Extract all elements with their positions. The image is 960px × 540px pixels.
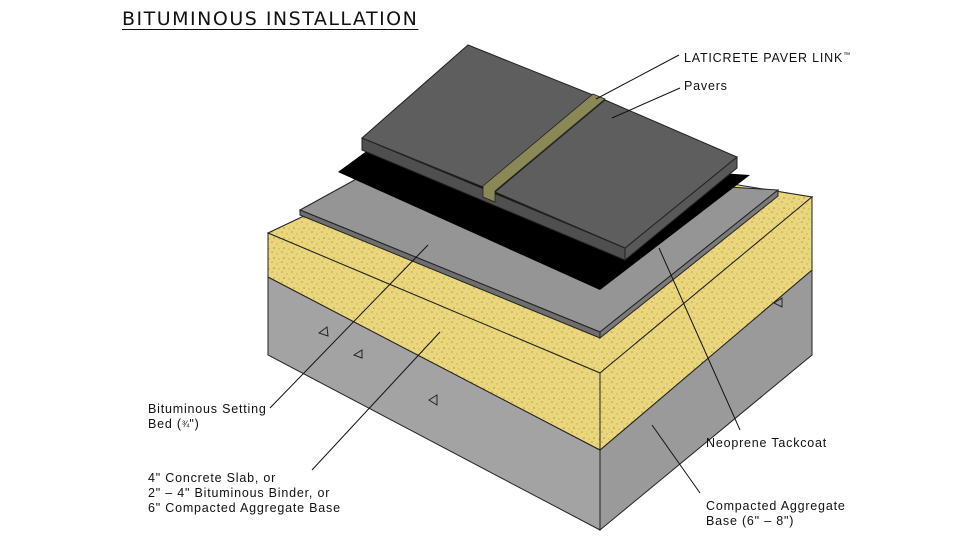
setting-bed-label: Bituminous Setting Bed (¾") [148,402,267,432]
setting-bed-line1: Bituminous Setting [148,402,267,416]
setting-bed-line2-suffix: ") [189,417,200,431]
trademark-mark: ™ [843,52,851,59]
pavers-layer [361,44,738,262]
slab-right-face [599,195,813,452]
paver-link-text: LATICRETE PAVER LINK [684,51,844,66]
pavers-label: Pavers [684,79,728,93]
setting-bed-right-face [599,188,779,340]
leader-setting-bed [269,244,429,409]
leader-lines [269,54,741,494]
slab-line1: 4" Concrete Slab, or [148,471,277,485]
paver-link-label: LATICRETE PAVER LINK™ [684,48,850,66]
slab-line2: 2" – 4" Bituminous Binder, or [148,486,331,500]
leader-slab [311,331,441,471]
setting-bed-fraction: ¾ [181,419,190,429]
paver-right-top [494,99,738,249]
aggregate-line2: Base (6" – 8") [706,514,795,528]
aggregate-line1: Compacted Aggregate [706,499,846,513]
setting-bed-line2: Bed (¾") [148,417,267,432]
slab-label: 4" Concrete Slab, or 2" – 4" Bituminous … [148,471,341,516]
paver-link-joint [482,93,606,203]
slab-line3: 6" Compacted Aggregate Base [148,501,341,515]
setting-bed-line2-prefix: Bed ( [148,417,182,431]
leader-tackcoat [658,247,741,431]
leader-paver-link [595,54,680,100]
tackcoat-label: Neoprene Tackcoat [706,436,828,450]
leader-pavers [611,87,681,119]
aggregate-label: Compacted Aggregate Base (6" – 8") [706,499,846,529]
diagram-title: BITUMINOUS INSTALLATION [122,8,419,30]
leader-aggregate [651,424,701,494]
